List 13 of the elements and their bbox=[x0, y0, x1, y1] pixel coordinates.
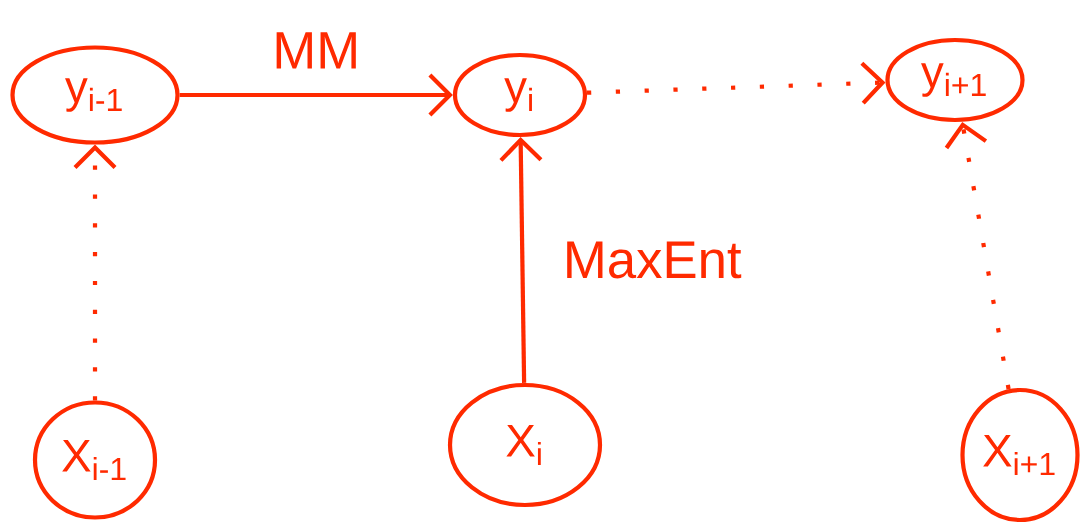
ellipse-node: y$_{i}$ bbox=[452, 52, 588, 138]
arrow bbox=[499, 137, 543, 383]
arrow bbox=[586, 61, 886, 105]
edge-label: MM bbox=[276, 32, 356, 69]
edge-label: MaxEnt bbox=[567, 241, 742, 279]
arrow bbox=[944, 121, 1011, 390]
ellipse-node: X$_{i+1}$ bbox=[960, 387, 1080, 523]
arrow bbox=[179, 73, 453, 117]
ellipse-node: y$_{i+1}$ bbox=[885, 37, 1025, 123]
ellipse-node: X$_{i-1}$ bbox=[32, 400, 158, 520]
ellipse-node: y$_{i-1}$ bbox=[10, 45, 180, 145]
ellipse-node: X$_{i}$ bbox=[447, 382, 603, 508]
arrow bbox=[73, 144, 117, 401]
